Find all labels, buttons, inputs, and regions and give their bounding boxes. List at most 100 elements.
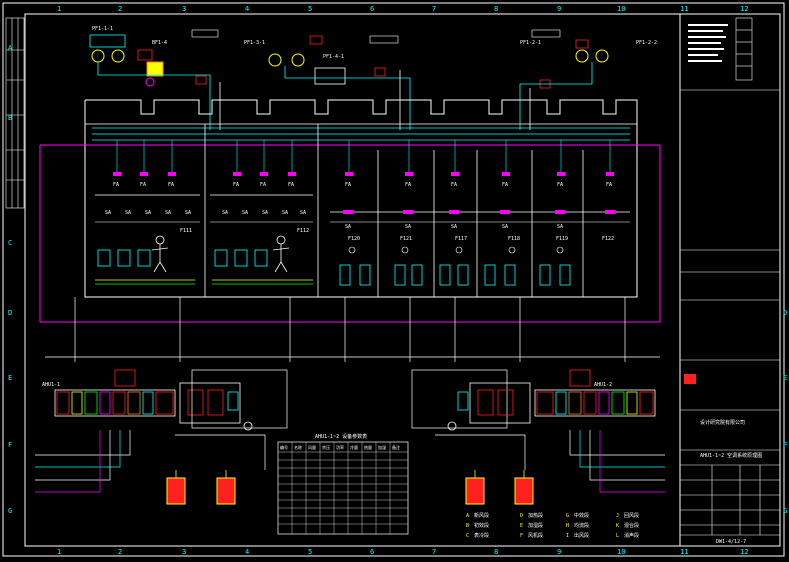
col-num: 6	[370, 548, 374, 556]
operator-icon-right	[272, 235, 290, 273]
fan-tag: BF1-4	[152, 40, 167, 46]
legend-label: 初效段	[474, 522, 489, 529]
room-tag: F118	[508, 236, 520, 242]
ahu-right: AHU1-2	[411, 369, 656, 431]
col-num: 9	[557, 5, 561, 13]
room-tag: F117	[455, 236, 467, 242]
top-ducts	[97, 62, 593, 130]
table-header-cell: 热量	[364, 444, 372, 450]
sa-label: SA	[300, 210, 306, 216]
legend-label: 回风段	[624, 512, 639, 519]
legend-label: 风机段	[528, 532, 543, 539]
table-header-cell: 风量	[308, 444, 316, 450]
equipment-table: AHU1-1~2 设备参数表 编号 名称 风量 余压 功率 冷量 热量 加湿 备…	[277, 433, 409, 535]
row-letters: A B C D E F G D E F G	[8, 44, 787, 515]
fan-icon	[111, 49, 125, 63]
row-letter: F	[783, 441, 787, 449]
sa-label: SA	[222, 210, 228, 216]
table-header: 编号 名称 风量 余压 功率 冷量 热量 加湿 备注	[280, 444, 400, 450]
col-num: 1	[57, 5, 61, 13]
room-tag: F111	[180, 228, 192, 234]
drawing-title: AHU1-1~2 空调系统原理图	[700, 452, 762, 459]
fa-label: FA	[405, 182, 411, 188]
room-tag: F122	[602, 236, 614, 242]
col-num: 8	[494, 548, 498, 556]
fan-tag: PF1-3-1	[244, 40, 265, 46]
col-num: 11	[680, 548, 688, 556]
table-header-cell: 名称	[294, 444, 302, 450]
col-num: 4	[245, 5, 249, 13]
fan-group-left: PF1-1-1 BF1-4	[89, 26, 219, 87]
fa-label: FA	[557, 182, 563, 188]
sa-label: SA	[502, 224, 508, 230]
fa-label: FA	[260, 182, 266, 188]
company-logo	[684, 374, 696, 384]
ahu-tag: AHU1-1	[42, 382, 60, 388]
fan-motor-icon	[145, 77, 155, 87]
col-num: 5	[308, 5, 312, 13]
room-tags: F111 F112 F120 F121 F117 F118 F119 F122	[180, 228, 614, 242]
fa-label: FA	[345, 182, 351, 188]
legend-label: 表冷段	[474, 532, 489, 539]
tank-icon	[216, 477, 236, 505]
col-num: 11	[680, 5, 688, 13]
humidifier-tanks	[166, 470, 534, 505]
col-num: 2	[118, 548, 122, 556]
room-tag: F120	[348, 236, 360, 242]
fan-icon	[595, 49, 609, 63]
riser-ducts	[74, 297, 626, 362]
title-block: 设计研究院有限公司 AHU1-1~2 空调系统原理图 DW1-4/12-7	[680, 17, 780, 545]
fan-icon	[575, 49, 589, 63]
sa-label: SA	[451, 224, 457, 230]
column-numbers: 1 2 3 4 5 6 7 8 9 10 11 12 1 2 3 4 5 6 7…	[57, 5, 748, 556]
legend-code: I	[566, 533, 569, 539]
fan-housing	[89, 34, 126, 48]
tank-icon	[465, 477, 485, 505]
damper-icon	[309, 35, 323, 45]
fan-group-right: PF1-2-1 PF1-2-2	[520, 29, 657, 89]
table-header-cell: 备注	[392, 444, 400, 450]
col-num: 2	[118, 5, 122, 13]
drawing-number: DW1-4/12-7	[716, 539, 746, 545]
legend-code: L	[616, 533, 619, 539]
col-num: 3	[182, 548, 186, 556]
sa-label: SA	[282, 210, 288, 216]
sa-label: SA	[557, 224, 563, 230]
row-letter: D	[8, 309, 12, 317]
col-num: 8	[494, 5, 498, 13]
sa-label: SA	[405, 224, 411, 230]
company-name: 设计研究院有限公司	[700, 419, 745, 426]
legend-code: D	[520, 513, 523, 519]
col-num: 6	[370, 5, 374, 13]
fan-icon	[291, 53, 305, 67]
sa-diffusers	[343, 210, 615, 214]
title-block-notes	[688, 24, 728, 62]
room-tag: F112	[297, 228, 309, 234]
row-letter: C	[8, 239, 12, 247]
col-num: 12	[740, 5, 748, 13]
fa-label: FA	[140, 182, 146, 188]
row-letter: D	[783, 309, 787, 317]
return-grilles	[95, 249, 571, 286]
damper-icon	[195, 75, 207, 85]
legend-code: F	[520, 533, 523, 539]
table-header-cell: 冷量	[350, 444, 358, 450]
legend-code: E	[520, 523, 523, 529]
fan-module	[146, 61, 164, 77]
row-letter: G	[783, 507, 787, 515]
fan-icon	[268, 53, 282, 67]
row-letter: F	[8, 441, 12, 449]
col-num: 7	[432, 5, 436, 13]
legend-label: 出风段	[574, 532, 589, 539]
fa-filters-left: FA FA FA FA FA FA FA FA FA FA FA FA	[113, 182, 612, 188]
col-num: 4	[245, 548, 249, 556]
fa-label: FA	[606, 182, 612, 188]
legend-code: H	[566, 523, 569, 529]
col-num: 9	[557, 548, 561, 556]
fan-cabinet	[314, 67, 346, 85]
legend-label: 加湿段	[528, 522, 543, 529]
damper-icon	[137, 49, 153, 61]
legend-label: 消声段	[624, 532, 639, 539]
